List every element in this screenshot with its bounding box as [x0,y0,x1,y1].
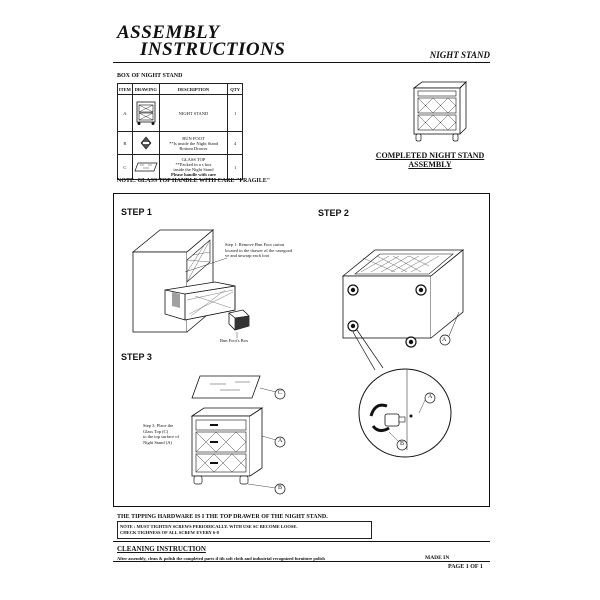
step1-label: STEP 1 [121,207,152,217]
completed-line2: ASSEMBLY [408,160,452,169]
footer-rule [113,541,490,542]
step1-text3: ve and unwrap each foot [225,253,270,258]
qty-c: 1 [227,154,243,180]
step2-drawing [341,249,465,458]
tipping-hardware-note: THE TIPPING HARDWARE IS I THE TOP DRAWER… [117,514,328,520]
col-qty: QTY [227,83,243,95]
steps-frame [113,193,490,507]
desc-b-title: BUN FOOT [182,135,205,141]
desc-a: NIGHT STAND [158,94,229,132]
item-a: A [117,94,133,132]
title-assembly: ASSEMBLY [117,22,220,43]
step3-label: STEP 3 [121,352,152,362]
item-c: C [117,154,133,180]
desc-c-note2: inside the Night Stand [173,167,214,172]
table-row: B BUN FOOT **Is inside the Night Stand B… [117,131,243,155]
col-description: DESCRIPTION [158,83,229,95]
qty-b: 4 [227,131,243,155]
drawing-glass-top [131,154,160,180]
step3-callout-b: B [278,485,283,491]
desc-c-note3: Please handle with care [170,172,216,177]
screw-note-box: NOTE : MUST TIGHTEN SCREWS PERIODICALLY.… [117,521,372,539]
step2-label: STEP 2 [318,208,349,218]
step2-callout-a1: A [442,337,447,343]
step1-text2: located in the drawer of the casegood [225,247,293,253]
made-in-label: MADE IN [425,555,450,561]
step3-text2: Glass Top (C) [143,428,169,434]
desc-b-note: **Is inside the Night Stand [168,140,218,146]
glass-note: NOTE: GLASS TOP HANDLE WITH CARE "FRAGIL… [117,178,271,184]
parts-table: ITEM DRAWING DESCRIPTION QTY A NIGHT STA… [117,83,243,180]
cleaning-title: CLEANING INSTRUCTION [117,545,206,553]
desc-b: BUN FOOT **Is inside the Night Stand Bot… [158,131,229,155]
bun-foot-box-label: Bun Foot's Box [220,338,249,343]
table-row: C GLASS TOP **Packed in a s box inside t… [117,154,243,180]
cleaning-text: After assembly, clean & polish the compl… [117,556,325,561]
step1-text: Step 1: Remove Bun Foot carton located i… [225,242,292,259]
bottom-rule [113,561,490,562]
step3-callout-c: C [278,390,283,396]
desc-b-note2: Bottom Drawer [179,145,208,151]
product-name: NIGHT STAND [429,50,490,60]
step1-text1: Step 1: Remove Bun Foot carton [225,242,285,247]
step2-callout-b: B [400,441,405,447]
step3-drawing [190,375,286,495]
box-label: BOX OF NIGHT STAND [117,73,183,79]
table-row: A NIGHT STAND 1 [117,94,243,132]
screw-note-line1: NOTE : MUST TIGHTEN SCREWS PERIODICALLY.… [120,524,298,529]
desc-c-title: GLASS TOP [181,157,206,162]
step3-text4: Night Stand (A) [143,439,172,445]
title-instructions: INSTRUCTIONS [140,39,286,60]
drawing-nightstand [131,94,160,132]
desc-c-note: **Packed in a s box [175,162,212,167]
header-rule [113,62,490,63]
qty-a: 1 [227,94,243,132]
screw-note-line2: CHECK TIGHNESS OF ALL SCREW EVERY 6-8 [120,530,219,535]
completed-assembly-label: COMPLETED NIGHT STAND ASSEMBLY [370,151,490,169]
item-b: B [117,131,133,155]
step2-callout-a2: A [428,394,433,400]
step3-text: Step 3: Place the Glass Top (C) to the t… [143,423,179,445]
drawing-bun-foot [131,131,160,155]
step3-text1: Step 3: Place the [143,423,174,428]
step1-drawing [131,229,250,338]
step3-text3: to the top surface of [143,434,179,439]
page-number: PAGE 1 OF 1 [448,564,483,570]
completed-nightstand-drawing [412,81,467,142]
col-item: ITEM [117,83,133,95]
col-drawing: DRAWING [131,83,160,95]
step3-callout-a: A [278,438,283,444]
desc-c: GLASS TOP **Packed in a s box inside the… [158,154,229,180]
completed-line1: COMPLETED NIGHT STAND [375,151,485,160]
